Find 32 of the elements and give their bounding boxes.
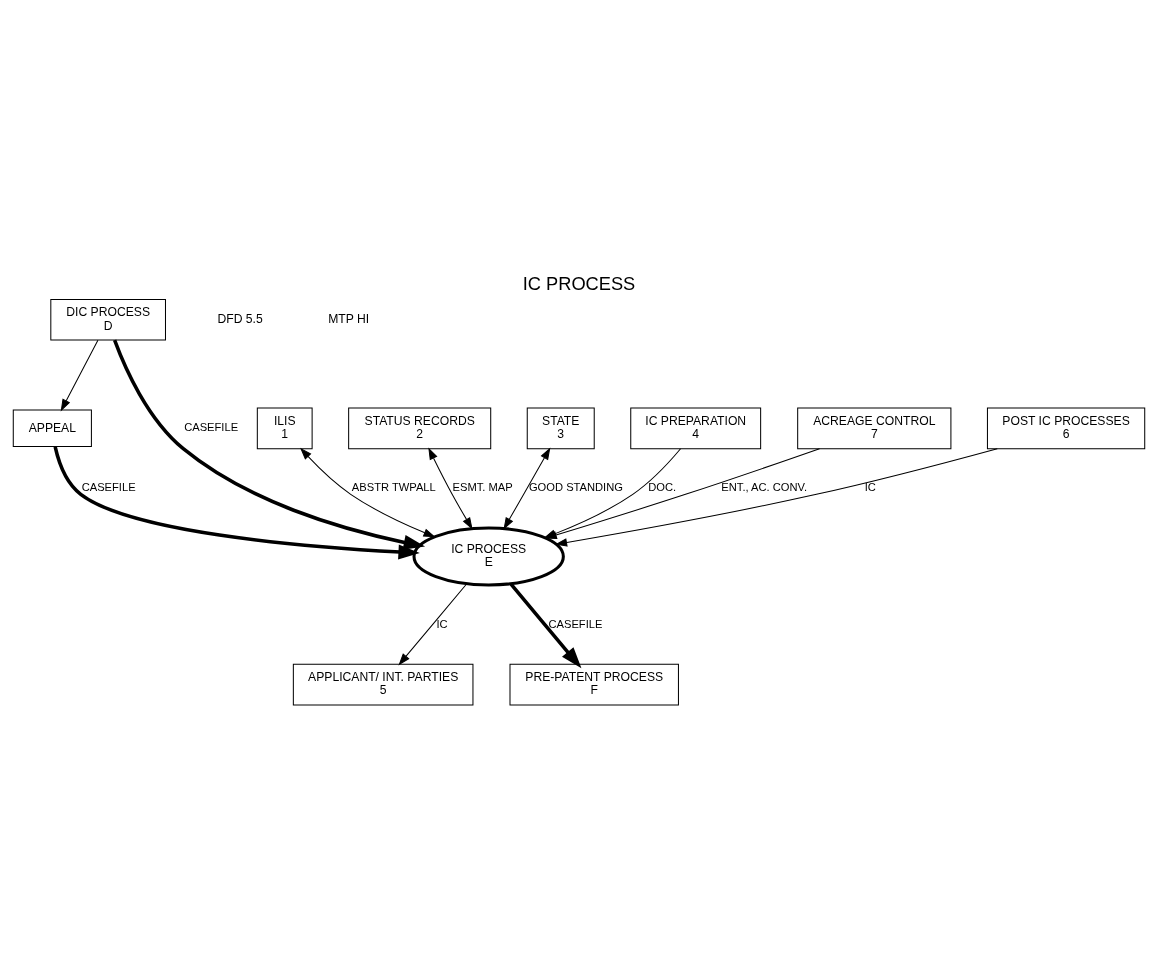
edge-label: CASEFILE	[184, 421, 239, 434]
arrow	[398, 583, 468, 666]
node-box: DIC PROCESS D	[50, 298, 166, 341]
edge-label: ENT., AC. CONV.	[721, 481, 808, 494]
node-box: APPLICANT/ INT. PARTIES 5	[292, 663, 474, 706]
node-box: PRE-PATENT PROCESS F	[509, 663, 679, 706]
edge-label: ABSTR TWPALL	[351, 481, 436, 494]
node-box: POST IC PROCESSES 6	[986, 407, 1146, 450]
edge-label: CASEFILE	[548, 617, 603, 630]
diagram-title: IC PROCESS	[522, 272, 636, 294]
arrow	[112, 339, 426, 550]
edge-label: DOC.	[648, 481, 677, 494]
arrow	[503, 447, 551, 530]
node-box: IC PREPARATION 4	[630, 407, 762, 450]
node-box: ACREAGE CONTROL 7	[797, 407, 952, 450]
arrow	[428, 447, 473, 530]
edge-label: IC	[436, 617, 448, 630]
node-box: ILIS 1	[256, 407, 313, 450]
arrow	[509, 582, 582, 669]
label: DFD 5.5	[217, 311, 263, 326]
arrow	[300, 447, 436, 538]
edge-label: GOOD STANDING	[528, 481, 623, 494]
node-box: STATE 3	[526, 407, 595, 450]
edge-label: ESMT. MAP	[452, 481, 513, 494]
node-box: STATUS RECORDS 2	[348, 407, 492, 450]
edge-label: CASEFILE	[81, 481, 136, 494]
arrow	[554, 448, 998, 547]
edge-label: IC	[864, 481, 876, 494]
arrow	[60, 339, 99, 412]
arrow	[53, 446, 420, 560]
label: MTP HI	[328, 311, 370, 326]
node-box: APPEAL	[12, 409, 92, 448]
